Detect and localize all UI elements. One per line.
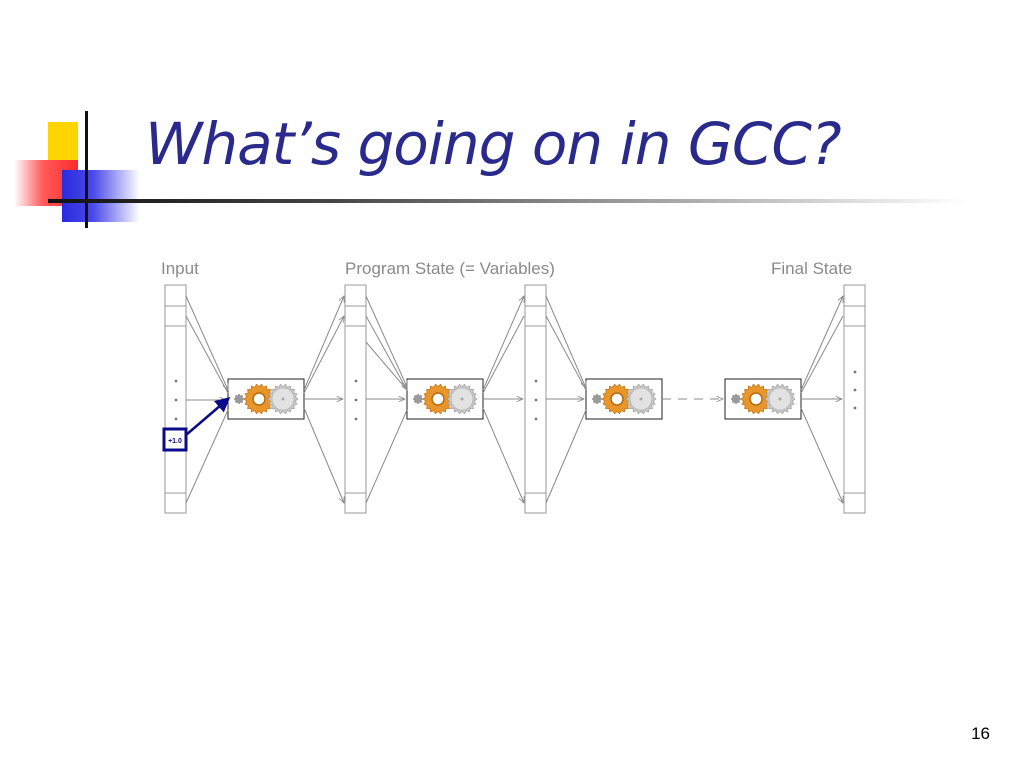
state-column-input [164,284,187,514]
accent-square-blue [62,170,140,222]
gray-gear-hub [460,397,464,401]
accent-square-yellow [48,122,78,167]
label-final-state: Final State [771,259,852,278]
slide-title: What’s going on in GCC? [145,110,842,178]
process-box-2 [406,378,484,420]
gray-gear-hub [281,397,285,401]
state-column-2 [524,284,547,514]
orange-gear-hub [749,392,763,406]
small-gear-icon [591,393,603,405]
state-column-final [843,284,866,514]
title-underline [48,199,968,203]
process-box-1 [227,378,305,420]
small-gear-icon [233,393,245,405]
highlighted-value: +1.0 [168,438,182,445]
label-input: Input [161,259,199,278]
flow-arrows [185,296,844,503]
accent-vertical-line [85,111,88,228]
gray-gear-hub [778,397,782,401]
orange-gear-hub [610,392,624,406]
highlighted-input-cell: +1.0 [162,397,231,452]
process-box-4 [724,378,802,420]
orange-gear-hub [431,392,445,406]
process-box-3 [585,378,663,420]
page-number: 16 [971,724,990,743]
label-program-state: Program State (= Variables) [345,259,555,278]
state-column-1 [344,284,367,514]
orange-gear-hub [252,392,266,406]
small-gear-icon [730,393,742,405]
gray-gear-hub [639,397,643,401]
small-gear-icon [412,393,424,405]
